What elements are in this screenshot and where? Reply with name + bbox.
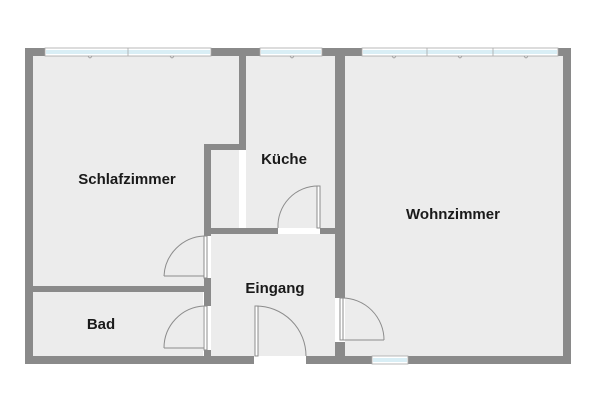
wall-schlaf-kueche-step [204,144,246,150]
label-eingang: Eingang [245,280,304,297]
wall-schlaf-kueche-lower [204,144,211,236]
label-schlafzimmer: Schlafzimmer [78,171,176,188]
window-kueche [259,47,323,57]
door-eingang [254,305,307,364]
window-latch-marks [87,55,529,59]
label-wohnzimmer: Wohnzimmer [406,206,500,223]
door-kueche [277,185,321,234]
wall-right [563,48,571,364]
window-schlafzimmer [44,47,212,57]
floor-kueche [246,56,335,228]
window-wohnzimmer-bottom [371,355,409,365]
wall-kueche-eingang [204,228,345,234]
wall-bad-eingang [204,234,211,364]
wall-schlaf-bad [25,286,211,292]
wall-kueche-wohnzimmer [335,48,345,364]
floor-eingang [211,234,335,356]
wall-left [25,48,33,364]
window-wohnzimmer [361,47,559,57]
door-wohnzimmer [335,297,385,342]
wall-schlaf-kueche-upper [239,56,246,150]
label-bad: Bad [87,316,115,333]
floor-bad [33,292,203,356]
door-schlafzimmer [163,235,211,279]
floor-wohnzimmer [345,56,563,356]
door-bad [163,305,211,351]
label-kueche: Küche [261,151,307,168]
